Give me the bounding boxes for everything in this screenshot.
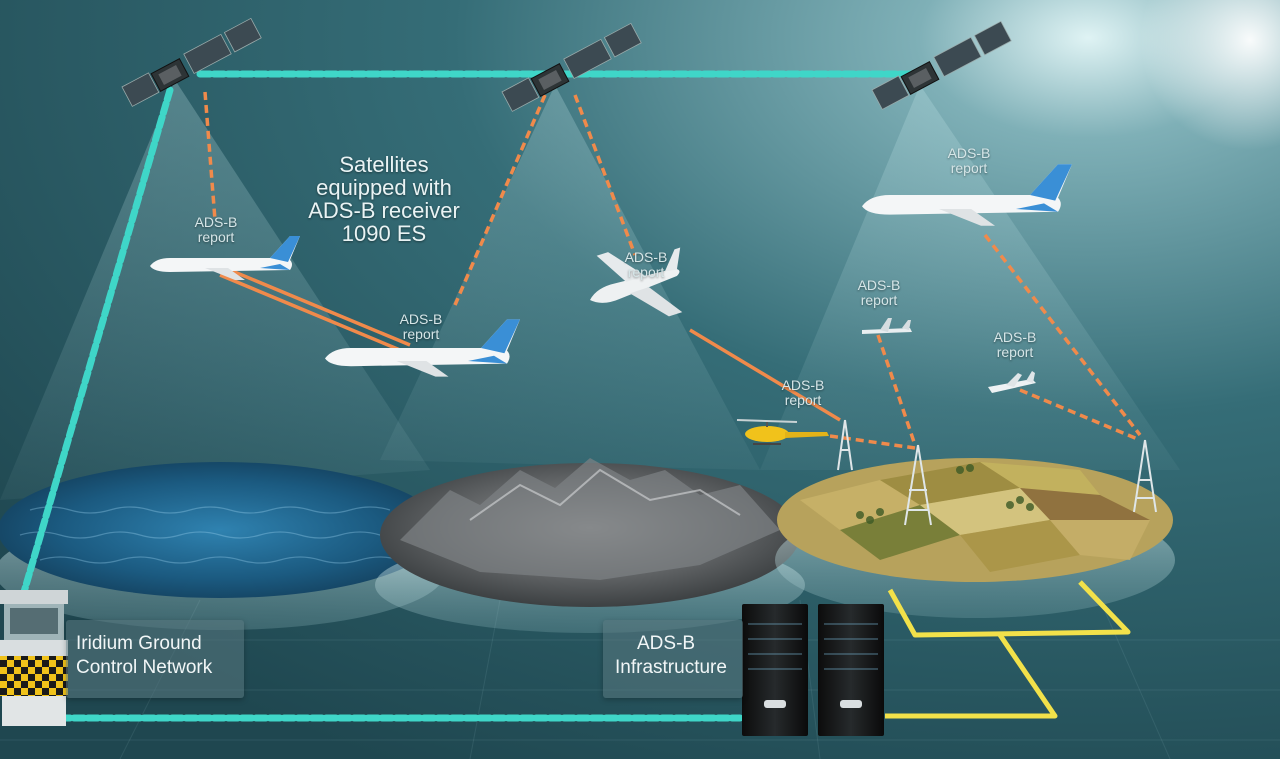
ground-station-tower-icon bbox=[904, 444, 932, 526]
network-cables bbox=[885, 580, 1131, 719]
adsb-label: ADS-B bbox=[993, 329, 1037, 345]
sun-glare bbox=[1140, 0, 1280, 150]
coverage-cone-middle bbox=[380, 85, 760, 470]
terrain bbox=[0, 458, 1175, 633]
ground-station-tower-icon bbox=[837, 419, 853, 471]
adsb-report-label: ADS-B report bbox=[985, 330, 1045, 359]
report-label: report bbox=[627, 263, 665, 280]
satellites-caption-line: 1090 ES bbox=[341, 221, 427, 247]
server-icon bbox=[818, 604, 884, 736]
satellite-icon bbox=[501, 22, 642, 112]
adsb-report-label: ADS-B report bbox=[186, 215, 246, 244]
infra-panel-line: Infrastructure bbox=[615, 656, 727, 678]
coverage-cone-left bbox=[0, 80, 430, 500]
server-icon bbox=[742, 604, 808, 736]
small-plane-icon bbox=[988, 371, 1036, 393]
ground-station-tower-icon bbox=[1133, 439, 1157, 513]
adsb-label: ADS-B bbox=[947, 145, 991, 161]
coverage-cone-right bbox=[760, 85, 1180, 470]
adsb-signals bbox=[203, 91, 1142, 450]
report-label: report bbox=[860, 291, 898, 308]
report-label: report bbox=[996, 343, 1034, 360]
iridium-panel-line: Control Network bbox=[76, 656, 213, 678]
adsb-report-label: ADS-B report bbox=[939, 146, 999, 175]
airliner-icon bbox=[150, 236, 300, 280]
helicopter-icon bbox=[736, 419, 829, 445]
report-label: report bbox=[950, 159, 988, 176]
report-label: report bbox=[197, 228, 235, 245]
adsb-label: ADS-B bbox=[399, 311, 443, 327]
iridium-panel-line: Iridium Ground bbox=[76, 633, 202, 654]
infra-panel-line: ADS-B bbox=[637, 633, 696, 654]
adsb-label: ADS-B bbox=[624, 249, 668, 265]
adsb-label: ADS-B bbox=[857, 277, 901, 293]
adsb-label: ADS-B bbox=[194, 214, 238, 230]
satellite-icon bbox=[121, 17, 262, 107]
adsb-infrastructure-panel: ADS-B Infrastructure bbox=[603, 620, 743, 698]
iridium-ground-control-panel: Iridium Ground Control Network bbox=[66, 620, 244, 698]
report-label: report bbox=[402, 325, 440, 342]
adsb-label: ADS-B bbox=[781, 377, 825, 393]
airliner-icon bbox=[325, 319, 520, 377]
satellites-caption-line: Satellites bbox=[339, 152, 429, 177]
control-tower-icon bbox=[0, 590, 68, 726]
adsb-report-label: ADS-B report bbox=[616, 250, 676, 279]
airliner-icon bbox=[862, 164, 1072, 226]
adsb-report-label: ADS-B report bbox=[849, 278, 909, 307]
satellite-icon bbox=[871, 20, 1012, 110]
satellites-caption-line: equipped with bbox=[316, 175, 452, 201]
satellites-caption: Satellites equipped with ADS-B receiver … bbox=[296, 153, 472, 245]
satellites-caption-line: ADS-B receiver bbox=[308, 198, 460, 224]
business-jet-icon bbox=[590, 247, 683, 317]
adsb-report-label: ADS-B report bbox=[773, 378, 833, 407]
small-plane-icon bbox=[862, 318, 912, 334]
report-label: report bbox=[784, 391, 822, 408]
ocean-disc bbox=[0, 462, 442, 598]
adsb-report-label: ADS-B report bbox=[391, 312, 451, 341]
